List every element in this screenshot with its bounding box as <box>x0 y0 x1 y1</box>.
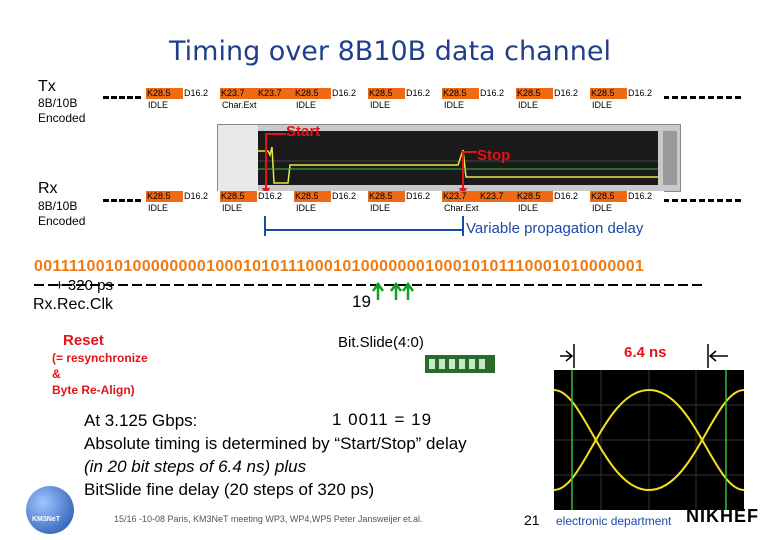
rx-row-idle-label: IDLE <box>592 203 613 213</box>
tx-row-idle-label: Char.Ext <box>222 100 257 110</box>
tx-row-symbol: K28.5 <box>516 88 553 99</box>
tx-row-symbol: K23.7 <box>257 88 294 99</box>
bitslide-label: Bit.Slide(4:0) <box>338 334 424 351</box>
tx-dash-left <box>103 96 141 99</box>
tx-row-symbol: K28.5 <box>146 88 183 99</box>
rx-row-symbol: D16.2 <box>553 191 590 202</box>
rx-row-symbol: K28.5 <box>368 191 405 202</box>
footer-text: 15/16 -10-08 Paris, KM3NeT meeting WP3, … <box>114 514 423 524</box>
stop-label: Stop <box>477 147 511 164</box>
green-board <box>425 355 495 373</box>
tx-row-symbol: D16.2 <box>331 88 368 99</box>
page-number: 21 <box>524 512 540 528</box>
rx-label: Rx <box>38 180 58 197</box>
line2: Absolute timing is determined by “Start/… <box>84 434 467 453</box>
clock-ticks <box>34 277 706 287</box>
rxrecclk-label: Rx.Rec.Clk <box>33 296 114 313</box>
resync-line1: (= resynchronize <box>52 351 148 365</box>
tx-row-idle-label: IDLE <box>370 100 391 110</box>
tx-sub1: 8B/10B <box>38 96 78 110</box>
bitstream: 0011110010100000000100010101110001010000… <box>34 258 645 275</box>
rx-row-symbol: K28.5 <box>146 191 183 202</box>
scope-trace <box>218 125 680 191</box>
rx-sub1: 8B/10B <box>38 199 78 213</box>
rx-row-idle-label: IDLE <box>370 203 391 213</box>
km3net-logo: KM3NeT <box>26 486 74 534</box>
rx-row-symbol: D16.2 <box>183 191 220 202</box>
rx-row-symbol: D16.2 <box>331 191 368 202</box>
scope-capture <box>217 124 681 192</box>
prop-delay-arrow <box>264 216 464 236</box>
bitslide-count: 19 <box>352 292 371 311</box>
eq-bits: 1 0011 = 19 <box>332 410 433 429</box>
rx-row-symbol: K23.7 <box>479 191 516 202</box>
rx-row-symbol: K28.5 <box>220 191 257 202</box>
dept-label: electronic department <box>556 514 672 528</box>
rx-row-symbol: K28.5 <box>590 191 627 202</box>
rx-row-idle-label: IDLE <box>296 203 317 213</box>
tx-row-symbol: K28.5 <box>442 88 479 99</box>
tx-row-idle-label: IDLE <box>296 100 317 110</box>
tx-row-symbol: K28.5 <box>590 88 627 99</box>
rx-row-symbol: D16.2 <box>627 191 664 202</box>
eq-left: At 3.125 Gbps: <box>84 411 198 430</box>
rx-row-idle-label: IDLE <box>148 203 169 213</box>
line4: BitSlide fine delay (20 steps of 320 ps) <box>84 480 375 499</box>
tx-row-symbol: K23.7 <box>220 88 257 99</box>
resync-text: (= resynchronize & Byte Re-Align) <box>52 350 148 398</box>
tx-row-idle-label: IDLE <box>444 100 465 110</box>
tx-dash-right <box>663 96 741 99</box>
resync-line3: Byte Re-Align) <box>52 383 135 397</box>
rx-row-idle-label: IDLE <box>222 203 243 213</box>
tx-row-idle-label: IDLE <box>592 100 613 110</box>
tx-row-symbol: D16.2 <box>183 88 220 99</box>
resync-line2: & <box>52 367 61 381</box>
ps-label: + 320 ps <box>55 277 113 294</box>
ns-arrow <box>560 344 728 368</box>
nikhef-logo: NIKHEF <box>686 506 759 526</box>
tx-row-idle-label: IDLE <box>518 100 539 110</box>
start-label: Start <box>286 123 321 140</box>
tx-row-symbol: K28.5 <box>294 88 331 99</box>
rx-row-idle-label: Char.Ext <box>444 203 479 213</box>
rx-row-symbol: D16.2 <box>405 191 442 202</box>
ns-label: 6.4 ns <box>624 344 667 361</box>
prop-delay-label: Variable propagation delay <box>466 220 644 237</box>
eye-diagram <box>554 370 744 510</box>
tx-sub2: Encoded <box>38 111 86 125</box>
line3: (in 20 bit steps of 6.4 ns) plus <box>84 457 307 476</box>
tx-row-symbol: D16.2 <box>627 88 664 99</box>
tx-row-idle-label: IDLE <box>148 100 169 110</box>
tx-row-symbol: D16.2 <box>553 88 590 99</box>
tx-row-symbol: K28.5 <box>368 88 405 99</box>
rx-row-idle-label: IDLE <box>518 203 539 213</box>
rx-row-symbol: K23.7 <box>442 191 479 202</box>
rx-sub2: Encoded <box>38 214 86 228</box>
tx-label: Tx <box>38 78 56 95</box>
rx-row-symbol: D16.2 <box>257 191 294 202</box>
tx-row-symbol: D16.2 <box>405 88 442 99</box>
stop-arrow <box>459 151 477 196</box>
slide-arrows <box>371 282 414 300</box>
start-arrow <box>262 133 286 196</box>
tx-row-symbol: D16.2 <box>479 88 516 99</box>
rx-dash-left <box>103 199 141 202</box>
km3net-logo-text: KM3NeT <box>32 516 61 523</box>
rx-row-symbol: K28.5 <box>516 191 553 202</box>
rx-dash-right <box>663 199 741 202</box>
reset-label: Reset <box>63 332 104 349</box>
slide-title: Timing over 8B10B data channel <box>169 36 611 67</box>
rx-row-symbol: K28.5 <box>294 191 331 202</box>
